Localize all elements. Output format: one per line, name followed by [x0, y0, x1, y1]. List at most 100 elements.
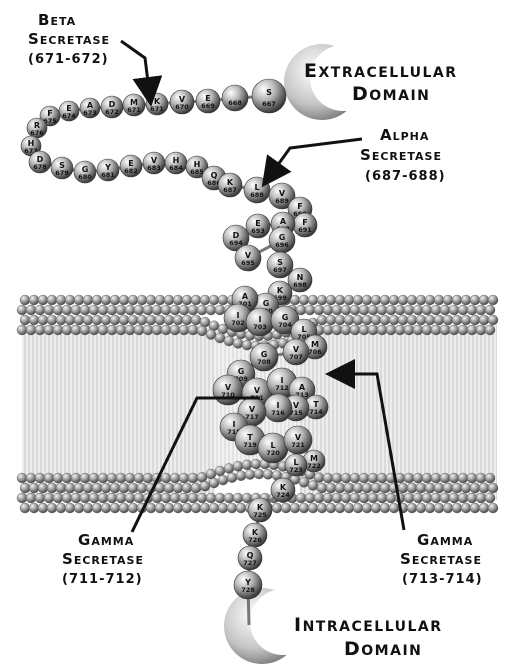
lipid-head	[452, 295, 462, 305]
lipid-head	[314, 493, 324, 503]
lipid-head	[476, 473, 486, 483]
lipid-head	[371, 295, 381, 305]
lipid-head	[353, 315, 363, 325]
lipid-head	[191, 503, 201, 513]
residue-number: 721	[291, 441, 305, 449]
lipid-head	[470, 315, 480, 325]
lipid-head	[179, 473, 189, 483]
lipid-head	[479, 503, 489, 513]
residue: 668	[222, 85, 248, 111]
residue: V707	[283, 339, 309, 365]
lipid-head	[245, 469, 255, 479]
lipid-head	[377, 473, 387, 483]
lipid-head	[83, 503, 93, 513]
lipid-head	[404, 473, 414, 483]
lipid-head	[389, 315, 399, 325]
lipid-head	[170, 325, 180, 335]
lipid-head	[236, 503, 246, 513]
lipid-head	[17, 305, 27, 315]
lipid-head	[308, 480, 318, 490]
lipid-head	[128, 315, 138, 325]
residue-number: 674	[62, 112, 76, 120]
lipid-head	[299, 295, 309, 305]
lipid-head	[242, 460, 252, 470]
lipid-head	[152, 305, 162, 315]
lipid-head	[65, 503, 75, 513]
lipid-head	[362, 315, 372, 325]
lipid-head	[326, 503, 336, 513]
residue-number: 723	[289, 466, 303, 474]
gamma-right-range: (713-714)	[402, 572, 483, 587]
lipid-head	[209, 478, 219, 488]
lipid-head	[83, 315, 93, 325]
lipid-head	[53, 325, 63, 335]
lipid-head	[107, 473, 117, 483]
lipid-head	[233, 338, 243, 348]
lipid-head	[89, 493, 99, 503]
lipid-head	[458, 473, 468, 483]
lipid-head	[458, 305, 468, 315]
lipid-head	[416, 503, 426, 513]
lipid-head	[110, 315, 120, 325]
lipid-head	[467, 305, 477, 315]
lipid-head	[125, 473, 135, 483]
residue: K687	[218, 173, 242, 197]
lipid-head	[263, 469, 273, 479]
lipid-head	[359, 305, 369, 315]
lipid-head	[215, 466, 225, 476]
residue-number: 702	[231, 319, 245, 327]
lipid-head	[449, 493, 459, 503]
residue: S667	[252, 79, 286, 113]
lipid-head	[323, 473, 333, 483]
lipid-head	[449, 305, 459, 315]
lipid-head	[215, 333, 225, 343]
lipid-head	[335, 315, 345, 325]
lipid-head	[449, 473, 459, 483]
residue-number: 682	[124, 167, 138, 175]
lipid-head	[407, 503, 417, 513]
lipid-head	[371, 315, 381, 325]
beta-range: (671-672)	[28, 52, 109, 67]
lipid-head	[413, 305, 423, 315]
residue: V695	[235, 245, 261, 271]
lipid-head	[476, 305, 486, 315]
lipid-head	[200, 295, 210, 305]
lipid-head	[341, 325, 351, 335]
gamma-right-title: GAMMA	[417, 531, 473, 549]
lipid-head	[308, 503, 318, 513]
lipid-head	[296, 493, 306, 503]
residue-number: 698	[293, 281, 307, 289]
lipid-head	[440, 305, 450, 315]
lipid-head	[161, 473, 171, 483]
lipid-head	[107, 325, 117, 335]
lipid-head	[92, 503, 102, 513]
lipid-head	[173, 295, 183, 305]
lipid-head	[161, 325, 171, 335]
residue: M671	[123, 94, 145, 116]
residue-number: 719	[243, 441, 257, 449]
lipid-head	[350, 305, 360, 315]
lipid-head	[143, 305, 153, 315]
lipid-head	[80, 473, 90, 483]
beta-title: BETA	[38, 11, 76, 29]
lipid-head	[323, 493, 333, 503]
lipid-head	[218, 475, 228, 485]
residue-number: 691	[298, 226, 312, 234]
label-gamma-left: GAMMA SECRETASE (711-712)	[62, 531, 144, 587]
lipid-head	[323, 325, 333, 335]
lipid-head	[299, 503, 309, 513]
residue: A673	[80, 98, 100, 118]
lipid-head	[119, 315, 129, 325]
lipid-head	[38, 295, 48, 305]
lipid-head	[317, 503, 327, 513]
lipid-head	[134, 473, 144, 483]
lipid-head	[218, 295, 228, 305]
label-gamma-right: GAMMA SECRETASE (713-714)	[400, 531, 483, 587]
lipid-head	[335, 295, 345, 305]
lipid-head	[65, 483, 75, 493]
lipid-head	[377, 325, 387, 335]
lipid-head	[89, 305, 99, 315]
lipid-head	[404, 325, 414, 335]
lipid-head	[17, 493, 27, 503]
